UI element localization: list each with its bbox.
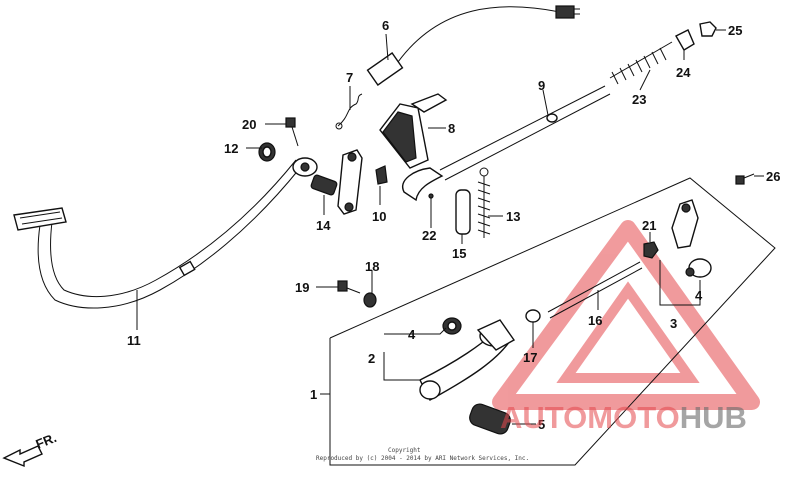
washer-18 — [363, 292, 377, 308]
callout-13: 13 — [506, 209, 520, 224]
joint-3 — [671, 199, 699, 249]
callout-12: 12 — [224, 141, 238, 156]
bolt-26 — [735, 173, 755, 185]
watermark-text-gray: HUB — [680, 400, 747, 435]
clip-10 — [375, 165, 388, 185]
callout-18: 18 — [365, 259, 379, 274]
nut-17 — [525, 309, 541, 323]
callout-8: 8 — [448, 121, 455, 136]
bushing-12 — [258, 142, 276, 162]
spring-23 — [609, 41, 673, 85]
watermark-text-red: AUTOMOTO — [500, 400, 680, 435]
callout-4-left: 4 — [408, 327, 416, 342]
brake-pedal — [13, 157, 318, 309]
callout-11: 11 — [127, 333, 141, 348]
callout-1: 1 — [310, 387, 317, 402]
callout-19: 19 — [295, 280, 309, 295]
rubber-5 — [469, 403, 511, 435]
callout-6: 6 — [382, 18, 389, 33]
protector-8 — [379, 93, 448, 169]
front-direction-arrow: FR. — [2, 430, 59, 468]
callout-22: 22 — [422, 228, 436, 243]
pin-22 — [428, 193, 434, 222]
callout-17: 17 — [523, 350, 537, 365]
assembly-outline — [329, 177, 776, 466]
bolt-19 — [337, 280, 361, 294]
joint-24 — [675, 29, 695, 51]
copyright-notice: Copyright Reproduced by (c) 2004 - 2014 … — [316, 447, 529, 462]
collar-15 — [455, 189, 471, 235]
callout-23: 23 — [632, 92, 646, 107]
callout-25: 25 — [728, 23, 742, 38]
nut-4-right — [685, 258, 712, 278]
svg-text:AUTOMOTOHUB: AUTOMOTOHUB — [500, 400, 747, 435]
direction-label: FR. — [34, 430, 59, 452]
callout-14: 14 — [316, 218, 331, 233]
callout-2: 2 — [368, 351, 375, 366]
rod-16 — [547, 261, 643, 319]
callout-20: 20 — [242, 117, 256, 132]
callout-16: 16 — [588, 313, 602, 328]
callout-24: 24 — [676, 65, 691, 80]
callout-7: 7 — [346, 70, 353, 85]
callout-9: 9 — [538, 78, 545, 93]
callout-15: 15 — [452, 246, 466, 261]
callout-3: 3 — [670, 316, 677, 331]
bolt-20 — [285, 117, 299, 147]
copyright-line-2: Reproduced by (c) 2004 - 2014 by ARI Net… — [316, 455, 529, 462]
brake-switch-6 — [366, 5, 580, 86]
callout-labels: 1 2 3 4 4 5 6 7 8 9 10 11 12 13 14 15 16… — [127, 18, 780, 432]
arm-2 — [419, 319, 516, 401]
watermark-text: AUTOMOTOHUB — [500, 400, 747, 435]
brake-rod-9 — [402, 85, 611, 202]
callout-26: 26 — [766, 169, 780, 184]
pin-4-left — [442, 317, 462, 335]
spring-7 — [335, 93, 363, 130]
bolt-21 — [643, 241, 659, 259]
watermark-logo — [492, 220, 760, 410]
spring-13 — [477, 167, 491, 238]
leader-lines — [136, 29, 764, 425]
callout-10: 10 — [372, 209, 386, 224]
callout-21: 21 — [642, 218, 656, 233]
callout-5: 5 — [538, 417, 545, 432]
pivot-shaft-14 — [310, 149, 363, 215]
callout-4-right: 4 — [695, 288, 703, 303]
nut-25 — [699, 21, 717, 37]
copyright-line-1: Copyright — [388, 447, 421, 454]
